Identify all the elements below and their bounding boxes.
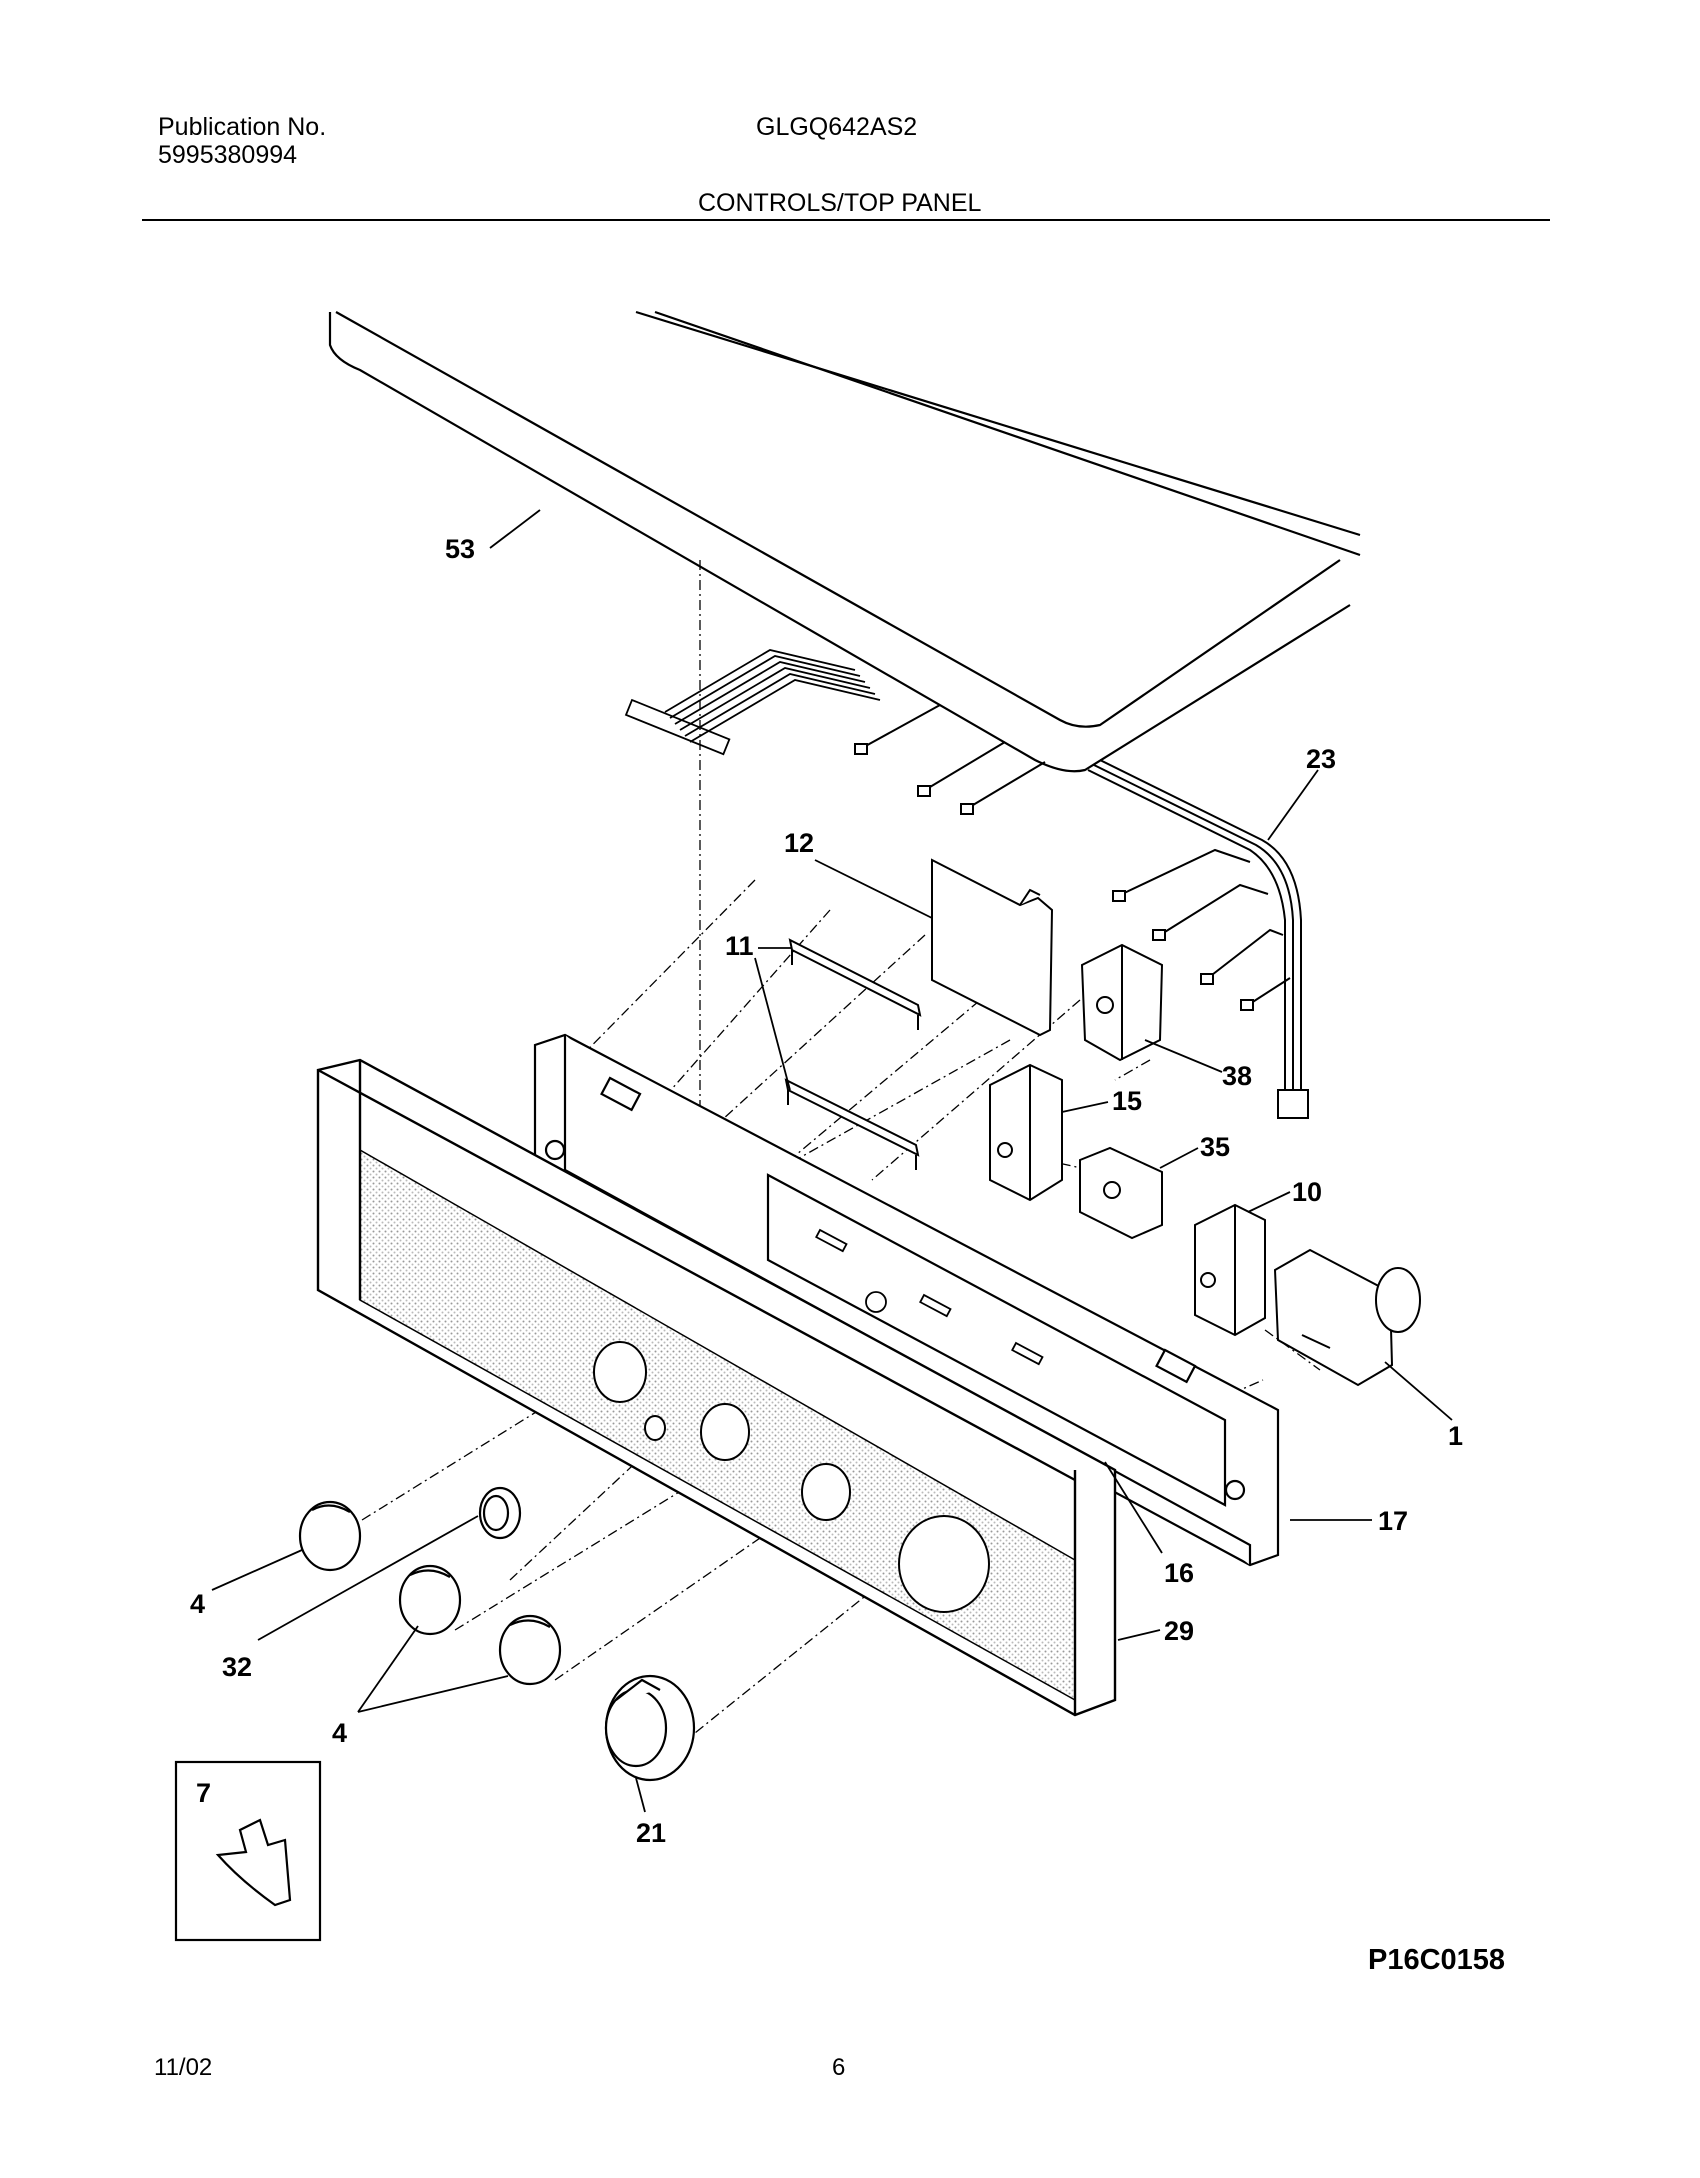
knob-holes xyxy=(593,1341,990,1613)
diagram-code: P16C0158 xyxy=(1368,1944,1506,1976)
console-rear-panel xyxy=(533,1033,1280,1567)
section-title: CONTROLS/TOP PANEL xyxy=(698,189,982,217)
leader-lines xyxy=(211,509,1453,1813)
publication-label: Publication No. xyxy=(158,113,327,141)
callout-11: 11 xyxy=(725,931,754,961)
switch-15 xyxy=(989,1063,1063,1202)
callout-23: 23 xyxy=(1306,744,1336,774)
callout-4-bottom: 4 xyxy=(332,1718,347,1748)
footer-date: 11/02 xyxy=(154,2054,213,2081)
top-panel xyxy=(328,310,1361,773)
wiring-harness xyxy=(1087,759,1309,1119)
callout-35: 35 xyxy=(1200,1132,1230,1162)
timer-1 xyxy=(1273,1248,1421,1387)
switch-10 xyxy=(1194,1203,1266,1337)
callout-21: 21 xyxy=(636,1818,666,1848)
knob-4-right xyxy=(498,1614,562,1686)
callout-15: 15 xyxy=(1112,1086,1142,1116)
push-button-32 xyxy=(478,1486,522,1540)
switch-35 xyxy=(1079,1146,1163,1240)
callout-4-left: 4 xyxy=(190,1589,205,1619)
header-rule xyxy=(142,219,1550,221)
callout-7: 7 xyxy=(196,1778,211,1808)
callout-16: 16 xyxy=(1164,1558,1194,1588)
callout-32: 32 xyxy=(222,1652,252,1682)
page-number: 6 xyxy=(832,2054,846,2081)
knob-4-left xyxy=(298,1500,362,1572)
timer-knob-21 xyxy=(604,1674,696,1782)
console-slots xyxy=(815,1228,1044,1366)
callout-17: 17 xyxy=(1378,1506,1408,1536)
model-number: GLGQ642AS2 xyxy=(756,113,918,141)
knob-4-center xyxy=(398,1564,462,1636)
callout-38: 38 xyxy=(1222,1061,1252,1091)
callout-10: 10 xyxy=(1292,1177,1322,1207)
callout-12: 12 xyxy=(784,828,814,858)
control-board xyxy=(931,858,1054,1037)
board-brackets xyxy=(784,938,922,1170)
control-38 xyxy=(1080,943,1164,1062)
callout-29: 29 xyxy=(1164,1616,1194,1646)
wire-terminals xyxy=(854,704,1046,815)
callout-1: 1 xyxy=(1448,1421,1463,1451)
wire-harness-connector xyxy=(624,649,881,756)
inset-box-7 xyxy=(174,1760,322,1942)
publication-number: 5995380994 xyxy=(158,141,298,169)
callout-53: 53 xyxy=(445,534,475,564)
